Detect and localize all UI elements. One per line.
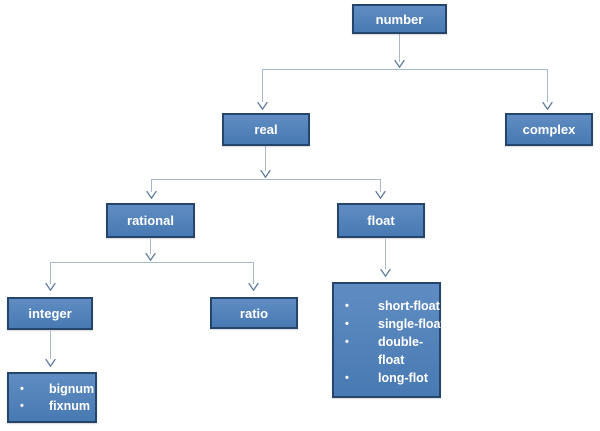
node-complex: complex	[505, 113, 593, 146]
bullet-icon: •	[345, 336, 349, 348]
arrow-down-icon	[375, 191, 386, 199]
connector-line-to-complex	[547, 69, 548, 102]
list-item: • short-float	[334, 297, 440, 315]
arrow-down-icon	[146, 191, 157, 199]
connector-line-real-down	[265, 146, 266, 171]
connector-line-to-integer	[50, 262, 51, 284]
connector-line-float-down	[385, 239, 386, 269]
node-ratio: ratio	[210, 297, 298, 329]
arrow-down-icon	[257, 102, 268, 110]
bullet-icon: •	[20, 400, 24, 412]
connector-line-number-down	[399, 34, 400, 62]
connector-rail-number-children	[262, 69, 548, 70]
bullet-icon: •	[345, 372, 349, 384]
list-item: • single-float	[334, 315, 445, 333]
list-item: • double-float	[334, 333, 439, 369]
arrow-down-icon	[248, 283, 259, 291]
arrow-down-icon	[45, 283, 56, 291]
integer-children-list: • bignum • fixnum	[7, 372, 97, 423]
connector-rail-rational-children	[50, 262, 254, 263]
connector-line-to-real	[262, 69, 263, 102]
list-item-label: single-float	[378, 317, 445, 331]
arrow-down-icon	[394, 60, 405, 68]
bullet-icon: •	[20, 383, 24, 395]
arrow-down-icon	[145, 253, 156, 261]
list-item-label: long-flot	[378, 371, 428, 385]
node-float: float	[337, 203, 425, 238]
float-children-list: • short-float • single-float • double-fl…	[332, 282, 445, 398]
connector-line-rational-down	[150, 239, 151, 254]
connector-rail-real-children	[151, 179, 381, 180]
node-number: number	[352, 4, 447, 34]
arrow-down-icon	[380, 269, 391, 277]
bullet-list: • short-float • single-float • double-fl…	[334, 297, 445, 387]
list-item: • fixnum	[9, 398, 95, 415]
list-item-label: fixnum	[49, 399, 90, 413]
list-item-label: bignum	[49, 382, 95, 396]
list-item: • long-flot	[334, 369, 439, 387]
arrow-down-icon	[260, 170, 271, 178]
bullet-list: • bignum • fixnum	[9, 381, 95, 415]
node-integer: integer	[7, 297, 93, 330]
node-real: real	[222, 113, 310, 146]
arrow-down-icon	[45, 359, 56, 367]
arrow-down-icon	[542, 102, 553, 110]
list-item-label: short-float	[378, 299, 440, 313]
node-rational: rational	[106, 203, 195, 238]
list-item: • bignum	[9, 381, 95, 398]
bullet-icon: •	[345, 318, 349, 330]
connector-line-to-ratio	[253, 262, 254, 284]
connector-line-to-float	[380, 179, 381, 192]
bullet-icon: •	[345, 300, 349, 312]
connector-line-to-rational	[151, 179, 152, 192]
list-item-label: double-float	[378, 335, 424, 367]
connector-line-integer-down	[50, 331, 51, 359]
